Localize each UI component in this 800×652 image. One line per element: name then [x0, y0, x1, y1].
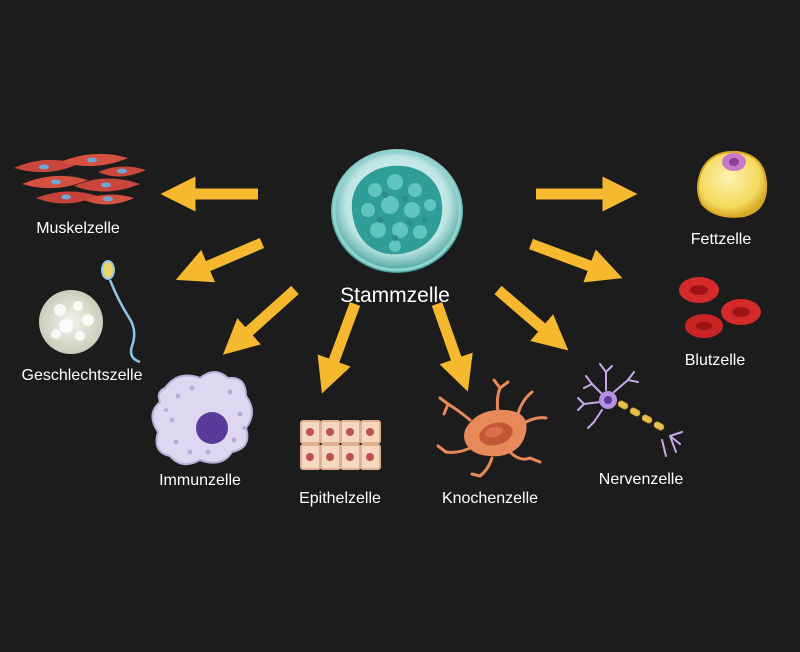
- blood-cell-icon: [679, 277, 761, 338]
- germ-cell-label: Geschlechtszelle: [21, 367, 143, 384]
- bone-cell-icon: [436, 378, 548, 478]
- arrow-to-nerve: [494, 285, 569, 351]
- muscle-cell-icon: [14, 153, 146, 205]
- germ-cell-icon: [39, 260, 141, 364]
- arrow-to-germ: [175, 237, 265, 283]
- epithelial-cell-label: Epithelzelle: [299, 490, 381, 507]
- muscle-cell-label: Muskelzelle: [36, 220, 120, 237]
- bone-cell-label: Knochenzelle: [441, 490, 539, 507]
- arrow-to-epithelial: [317, 302, 361, 394]
- stem-cell-icon: [331, 149, 463, 273]
- fat-cell-icon: [697, 150, 768, 218]
- arrow-to-immune: [222, 285, 299, 355]
- nerve-cell-icon: [577, 363, 683, 457]
- epithelial-cell-icon: [300, 420, 381, 470]
- nerve-cell-label: Nervenzelle: [598, 471, 684, 488]
- stem-cell-label: Stammzelle: [340, 284, 450, 307]
- arrow-to-blood: [529, 238, 623, 283]
- immune-cell-label: Immunzelle: [159, 472, 241, 489]
- blood-cell-label: Blutzelle: [684, 352, 746, 369]
- fat-cell-label: Fettzelle: [690, 231, 752, 248]
- arrows: [160, 176, 638, 394]
- immune-cell-icon: [151, 371, 253, 466]
- arrow-to-bone: [431, 302, 473, 392]
